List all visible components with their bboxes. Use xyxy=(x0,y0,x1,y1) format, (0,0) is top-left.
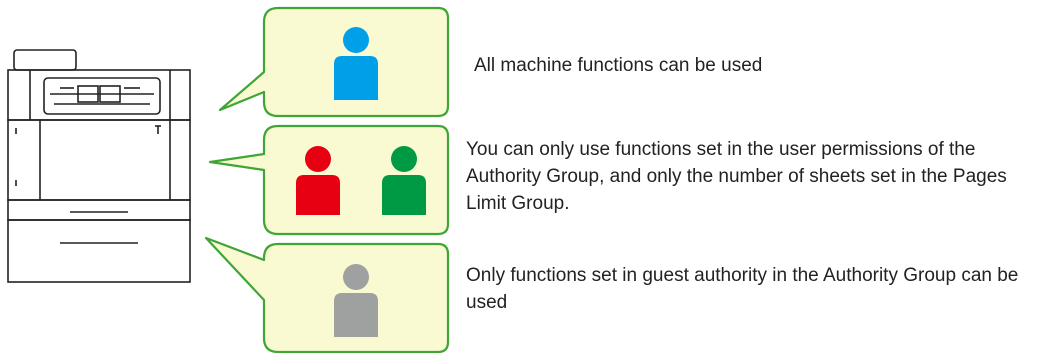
person-icon xyxy=(334,27,378,100)
bubble-guest xyxy=(204,236,450,353)
description-admin: All machine functions can be used xyxy=(474,55,763,76)
bubble-admin xyxy=(218,6,450,118)
description-guest: Only functions set in guest authority in… xyxy=(466,265,1019,313)
person-icon xyxy=(334,264,378,337)
person-icon xyxy=(296,146,340,215)
person-icon xyxy=(382,146,426,215)
printer-icon xyxy=(7,49,191,283)
description-general-users: You can only use functions set in the us… xyxy=(466,139,1007,214)
